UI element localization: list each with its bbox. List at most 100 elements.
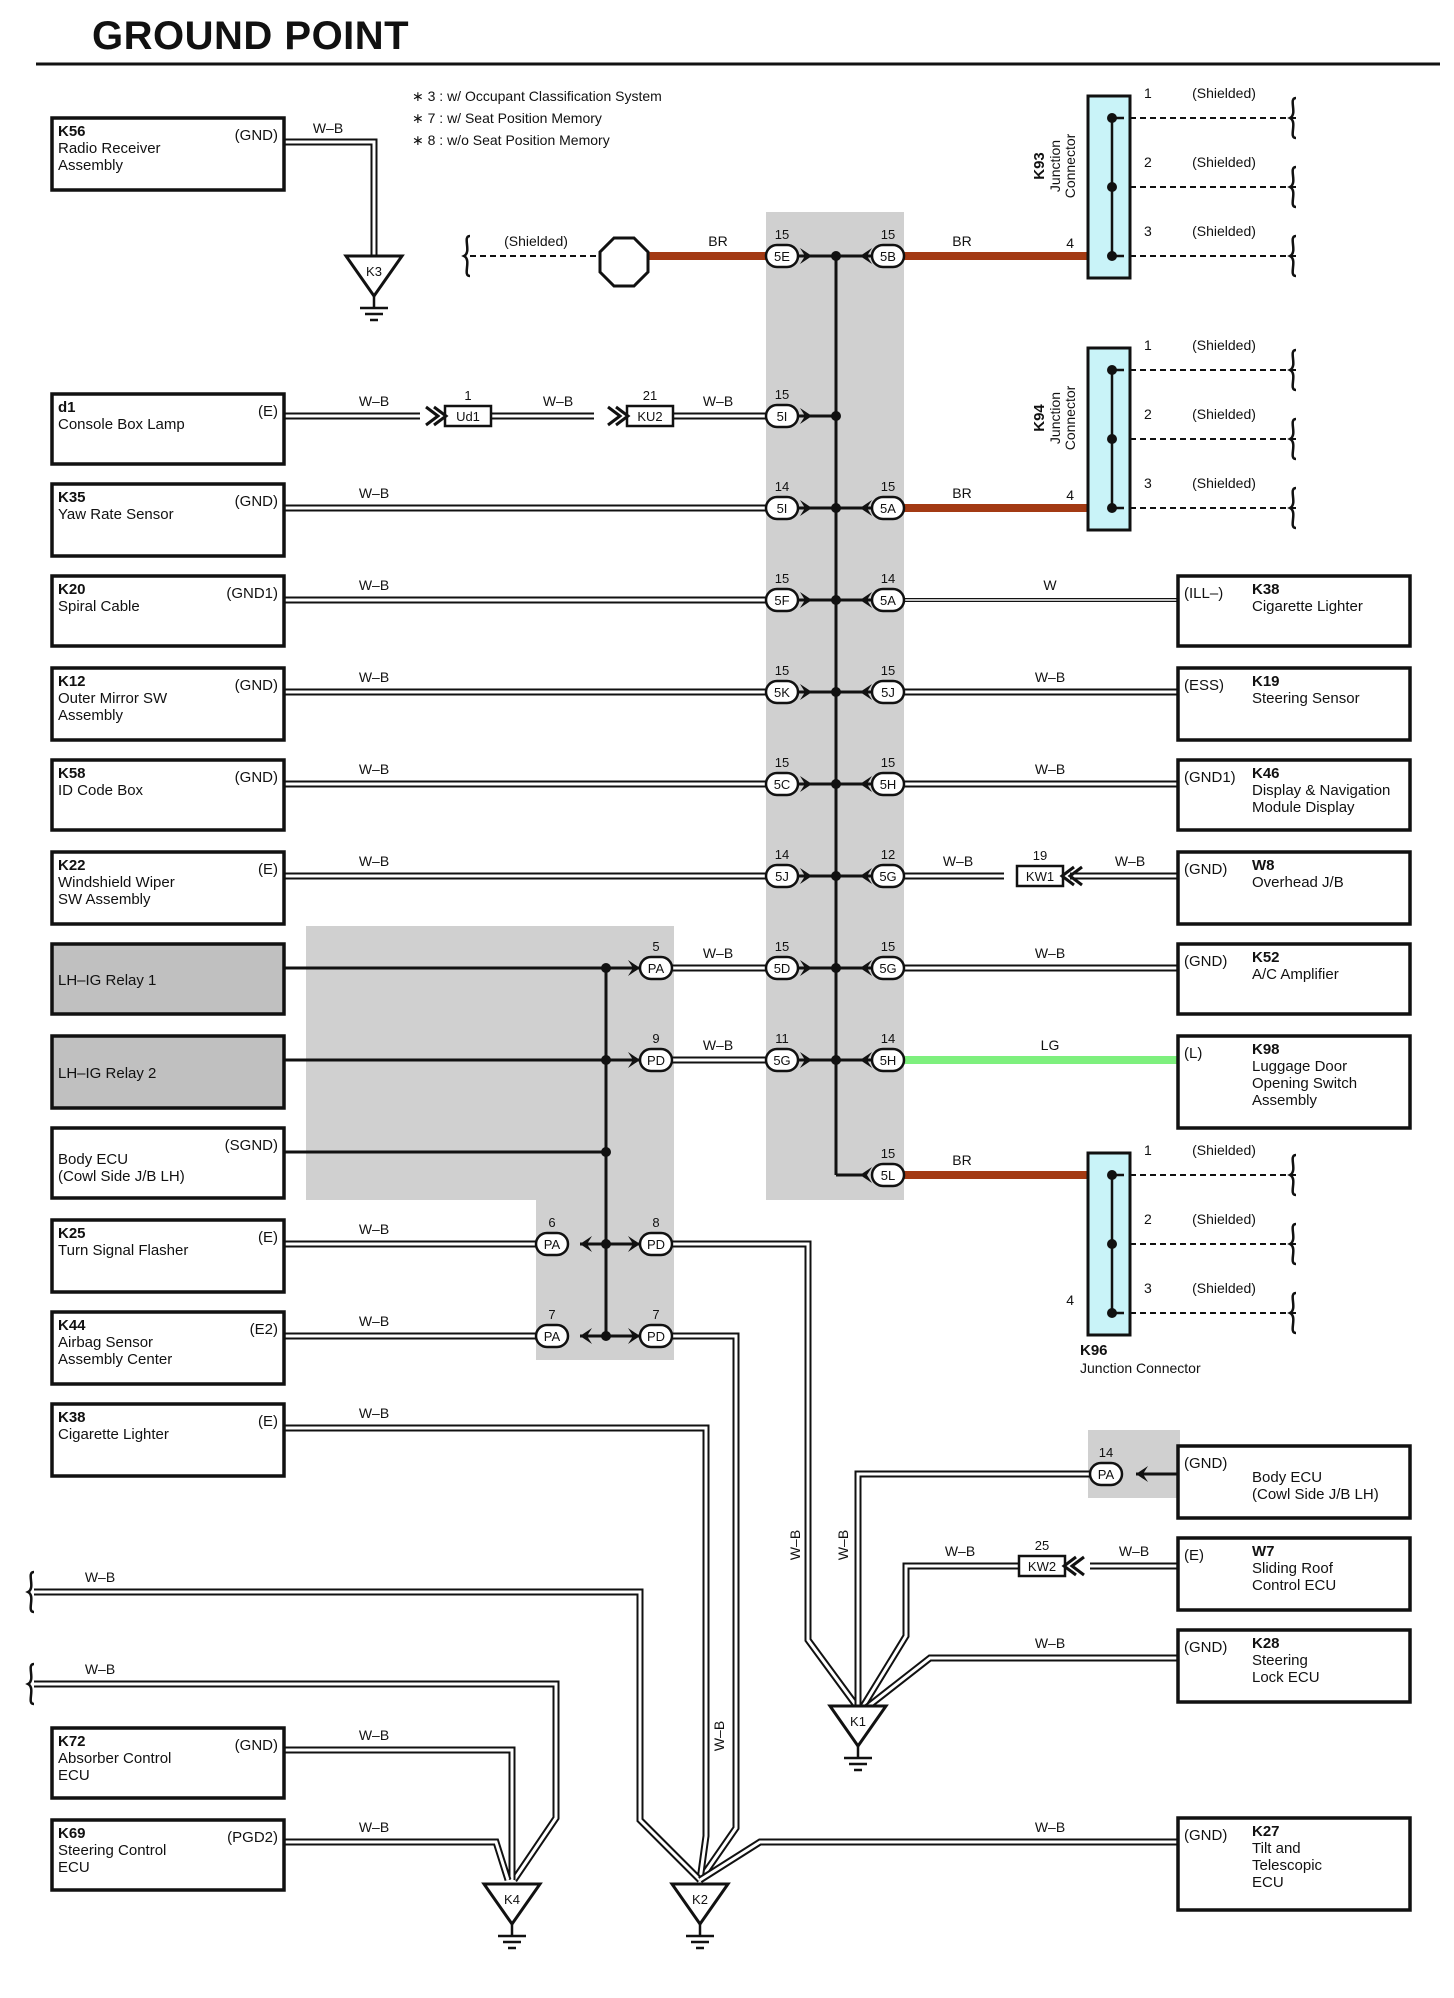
wire-k22-color: W–B — [359, 853, 389, 869]
relay-pd9-arrow — [628, 1052, 640, 1068]
component-name: Turn Signal Flasher — [58, 1242, 188, 1259]
inline-kw1-label: KW1 — [1026, 869, 1054, 884]
joint-row-9-arrow — [860, 1167, 872, 1183]
wire-pa14-k1-core — [856, 1472, 1090, 1708]
component-box — [50, 942, 286, 1016]
wire-5h-color: W–B — [1035, 761, 1065, 777]
wire-5e-color: BR — [708, 233, 727, 249]
joint-row-3-right-conn-pin: 14 — [881, 571, 895, 586]
joint-row-7-right-arrow — [860, 960, 872, 976]
wire-ud1-color: W–B — [543, 393, 573, 409]
wire-k1-vert-color2: W–B — [835, 1530, 851, 1560]
shield-label: (Shielded) — [1192, 1280, 1256, 1296]
joint-row-0-right-conn-pin: 15 — [881, 227, 895, 242]
right-component-body-ecu: (GND)Body ECU(Cowl Side J/B LH) — [1176, 1444, 1412, 1520]
component-id: K19 — [1252, 673, 1280, 690]
shield-brace-K94-1 — [1287, 417, 1297, 461]
joint-row-2-right-conn-label: 5A — [880, 501, 896, 516]
shield-brace-K93-1 — [1287, 165, 1297, 209]
wire-kw2-k1 — [859, 1562, 1018, 1710]
shield-label: (Shielded) — [1192, 337, 1256, 353]
component-box — [1176, 574, 1412, 648]
component-box — [50, 116, 286, 192]
component-name: LH–IG Relay 1 — [58, 972, 156, 989]
wire-k28-color: W–B — [1035, 1635, 1065, 1651]
component-box — [1176, 666, 1412, 742]
joint-row-2-right-conn-pin: 15 — [881, 479, 895, 494]
joint-row-7-left-conn-label: 5D — [774, 961, 791, 976]
connector-marks: W–BK3(Shielded)BR5E155B155I155I145A155F1… — [25, 96, 1297, 1950]
joint-row-0-left-arrow — [800, 248, 812, 264]
conn-pa7-label: PA — [544, 1329, 561, 1344]
wire-5b-color: BR — [952, 233, 971, 249]
joint-row-5-right-conn — [870, 771, 906, 797]
shield-label: (Shielded) — [1192, 85, 1256, 101]
conn-pd8-pin: 8 — [652, 1215, 659, 1230]
joint-row-9-right-conn-label: 5L — [881, 1168, 895, 1183]
junction-pin-num: 1 — [1144, 337, 1152, 353]
component-pin: (GND) — [1184, 1455, 1227, 1472]
joint-row-3-right-arrow — [860, 592, 872, 608]
junction-K96: 1(Shielded)2(Shielded)3(Shielded)4K96Jun… — [1066, 1142, 1296, 1376]
conn-pd7-arrow — [628, 1328, 640, 1344]
component-id: K69 — [58, 1825, 86, 1842]
junction-name: Junction Connector — [1080, 1360, 1201, 1376]
joint-row-1-left-conn — [764, 403, 800, 429]
component-pin: (E) — [258, 1413, 278, 1430]
wire-k38-color: W–B — [359, 1405, 389, 1421]
component-name: Spiral Cable — [58, 598, 140, 615]
component-pin: (GND) — [235, 677, 278, 694]
ground-k1-label: K1 — [850, 1714, 866, 1729]
ground-k4 — [481, 1882, 543, 1927]
component-id: K28 — [1252, 1635, 1280, 1652]
conn-pd7-label: PD — [647, 1329, 665, 1344]
component-box — [1176, 1628, 1412, 1704]
junction-pin-num: 2 — [1144, 154, 1152, 170]
component-box — [1176, 850, 1412, 926]
relay-bus-dot1 — [601, 1055, 611, 1065]
wire-left2-k4-core — [34, 1682, 558, 1881]
conn-pa7-arrow — [580, 1328, 592, 1344]
component-pin: (E) — [258, 403, 278, 420]
joint-row-8-right-arrow — [860, 1052, 872, 1068]
joint-row-3-left-arrow — [800, 592, 812, 608]
conn-pa6-pin: 6 — [548, 1215, 555, 1230]
wire-kw1-color: W–B — [1115, 853, 1145, 869]
brace-wb2 — [25, 1662, 35, 1706]
joint-row-2-left-conn — [764, 495, 800, 521]
component-pin: (GND) — [1184, 1827, 1227, 1844]
shield-label: (Shielded) — [1192, 475, 1256, 491]
joint-row-5-dot — [831, 779, 841, 789]
joint-row-4-left-conn — [764, 679, 800, 705]
junction-pin-num: 3 — [1144, 475, 1152, 491]
component-box — [50, 1402, 286, 1478]
joint-row-2-left-arrow — [800, 500, 812, 516]
component-id: K58 — [58, 765, 86, 782]
junction-pin-num: 3 — [1144, 1280, 1152, 1296]
wire-pd-color: W–B — [703, 1037, 733, 1053]
wire-kw2-color: W–B — [945, 1543, 975, 1559]
relay-bus-dot3 — [601, 1239, 611, 1249]
shield-label: (Shielded) — [1192, 1142, 1256, 1158]
wire-kw2-k1-core — [860, 1564, 1018, 1709]
component-name: Cigarette Lighter — [58, 1426, 169, 1443]
wire-k28-k1 — [863, 1654, 1178, 1711]
wire-left2-color: W–B — [85, 1661, 115, 1677]
relay-bus-dot4 — [601, 1331, 611, 1341]
joint-row-5-left-conn-pin: 15 — [775, 755, 789, 770]
component-pin: (L) — [1184, 1045, 1202, 1062]
conn-pd8-label: PD — [647, 1237, 665, 1252]
joint-row-4-right-conn-label: 5J — [881, 685, 895, 700]
joint-row-7-left-arrow — [800, 960, 812, 976]
joint-row-5-right-conn-pin: 15 — [881, 755, 895, 770]
